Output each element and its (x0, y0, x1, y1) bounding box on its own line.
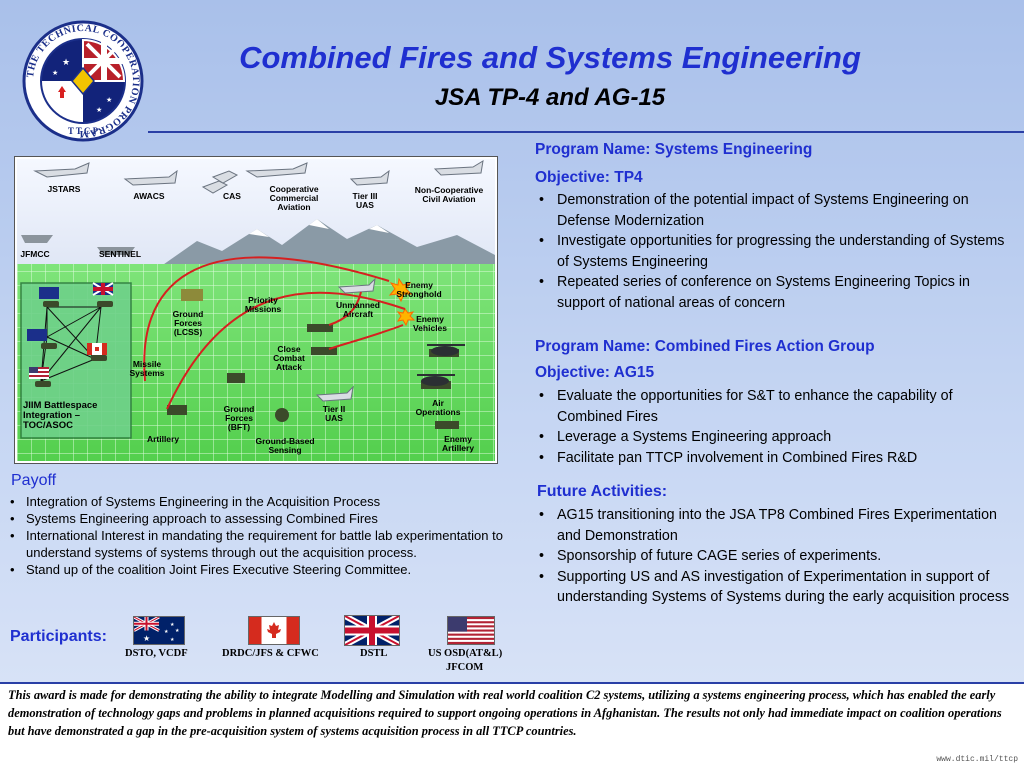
program1-objective: Objective: TP4 (535, 169, 643, 186)
svg-text:★: ★ (96, 106, 102, 114)
list-item: Demonstration of the potential impact of… (535, 190, 1015, 231)
svg-text:★: ★ (106, 96, 112, 104)
participant-australia-org: DSTO, VCDF (125, 648, 188, 659)
label-ground-forces-lcss: Ground Forces (LCSS) (172, 309, 204, 337)
future-bullets: AG15 transitioning into the JSA TP8 Comb… (535, 505, 1015, 608)
label-missile-systems: Missile Systems (129, 359, 165, 378)
participants-label: Participants: (10, 628, 107, 645)
list-item: Systems Engineering approach to assessin… (6, 510, 506, 527)
program2-name: Program Name: Combined Fires Action Grou… (535, 338, 875, 355)
program2-bullets: Evaluate the opportunities for S&T to en… (535, 386, 1015, 468)
participant-us-org2: JFCOM (446, 662, 484, 673)
svg-text:★: ★ (170, 622, 175, 628)
label-sentinel: SENTINEL (98, 249, 142, 259)
list-item: Repeated series of conference on Systems… (535, 272, 1015, 313)
label-enemy-vehicles: Enemy Vehicles (412, 314, 448, 333)
program2-objective: Objective: AG15 (535, 364, 655, 381)
australia-flag-icon: ★ ★★ ★★ (133, 616, 185, 645)
award-statement: This award is made for demonstrating the… (8, 688, 1002, 738)
label-artillery: Artillery (146, 434, 180, 444)
label-close-combat-attack: Close Combat Attack (273, 344, 305, 372)
participant-uk-org: DSTL (360, 648, 388, 659)
future-title: Future Activities: (537, 483, 668, 500)
payoff-bullets: Integration of Systems Engineering in th… (6, 493, 506, 578)
label-enemy-artillery: Enemy Artillery (441, 434, 475, 453)
source-url: www.dtic.mil/ttcp (936, 755, 1018, 764)
label-enemy-stronghold: Enemy Stronghold (396, 280, 442, 299)
label-unmanned-aircraft: Unmanned Aircraft (336, 300, 380, 319)
label-jfmcc: JFMCC (20, 249, 50, 259)
svg-text:★: ★ (164, 629, 169, 635)
program1-name: Program Name: Systems Engineering (535, 141, 813, 158)
svg-text:★: ★ (175, 628, 180, 634)
canada-flag-icon (248, 616, 300, 645)
svg-text:★: ★ (62, 57, 70, 67)
ttcp-logo: THE TECHNICAL COOPERATION PROGRAM ★ ★ ★ … (22, 20, 144, 142)
header-divider (148, 131, 1024, 133)
footer-panel (0, 682, 1024, 770)
list-item: Leverage a Systems Engineering approach (535, 427, 1015, 448)
uk-flag-icon (344, 615, 400, 646)
svg-text:★: ★ (143, 634, 150, 643)
list-item: AG15 transitioning into the JSA TP8 Comb… (535, 505, 1015, 546)
label-ground-forces-bft: Ground Forces (BFT) (223, 404, 255, 432)
battlespace-diagram: JSTARS AWACS CAS Cooperative Commercial … (15, 157, 497, 463)
list-item: Stand up of the coalition Joint Fires Ex… (6, 561, 506, 578)
label-tier3-uas: Tier III UAS (352, 191, 378, 210)
participant-canada-org: DRDC/JFS & CFWC (222, 648, 319, 659)
program1-bullets: Demonstration of the potential impact of… (535, 190, 1015, 313)
label-jstars: JSTARS (47, 184, 81, 194)
label-ground-based-sensing: Ground-Based Sensing (255, 436, 315, 455)
label-priority-missions: Priority Missions (244, 295, 282, 314)
list-item: Sponsorship of future CAGE series of exp… (535, 546, 1015, 567)
us-flag-icon (447, 616, 495, 645)
svg-text:★: ★ (170, 637, 175, 643)
label-noncooperative-aviation: Non-Cooperative Civil Aviation (414, 185, 484, 204)
label-awacs: AWACS (133, 191, 165, 201)
list-item: International Interest in mandating the … (6, 527, 506, 561)
list-item: Integration of Systems Engineering in th… (6, 493, 506, 510)
label-jiim: JIIM Battlespace Integration – TOC/ASOC (23, 400, 98, 431)
label-air-operations: Air Operations (415, 398, 461, 417)
participant-us-org: US OSD(AT&L) (428, 648, 503, 659)
page-title: Combined Fires and Systems Engineering (239, 40, 861, 75)
label-cas: CAS (223, 191, 241, 201)
list-item: Supporting US and AS investigation of Ex… (535, 567, 1015, 608)
list-item: Evaluate the opportunities for S&T to en… (535, 386, 1015, 427)
payoff-title: Payoff (11, 472, 57, 489)
page-subtitle: JSA TP-4 and AG-15 (434, 84, 666, 111)
svg-text:T T C P: T T C P (68, 126, 99, 136)
svg-text:★: ★ (52, 69, 58, 77)
label-tier2-uas: Tier II UAS (322, 404, 346, 423)
list-item: Investigate opportunities for progressin… (535, 231, 1015, 272)
list-item: Facilitate pan TTCP involvement in Combi… (535, 448, 1015, 469)
label-cooperative-aviation: Cooperative Commercial Aviation (269, 184, 319, 212)
